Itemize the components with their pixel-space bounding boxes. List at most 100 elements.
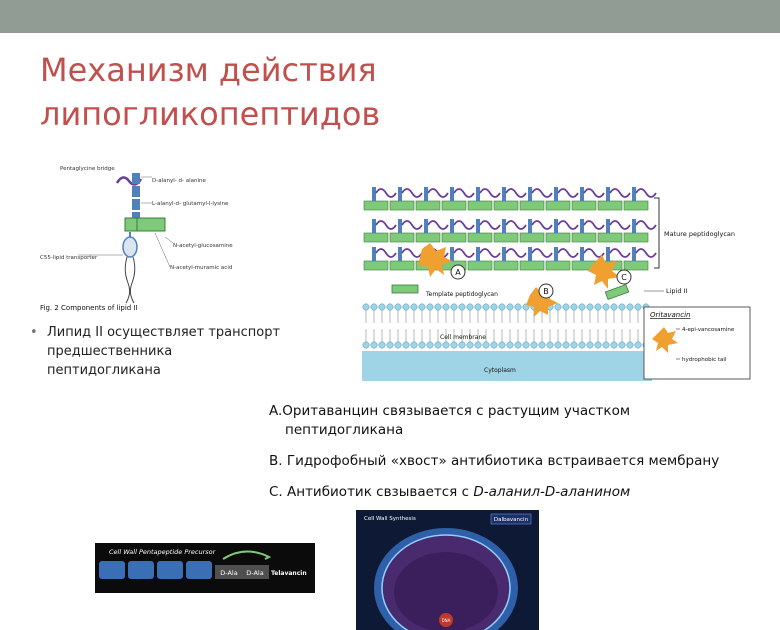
glycine-bridge xyxy=(402,249,422,257)
glycine-bridge xyxy=(584,249,604,257)
oritavancin-molecule xyxy=(588,255,620,289)
label-transporter: C55-lipid transporter xyxy=(40,255,98,261)
peptidoglycan-block xyxy=(364,201,388,210)
glycine-bridge xyxy=(532,249,552,257)
peptide-stem xyxy=(632,247,636,261)
lipid-head xyxy=(523,342,529,348)
marker-a-text: A xyxy=(455,268,461,277)
telavancin-label: Telavancin xyxy=(271,570,307,577)
telavancin-figure: Cell Wall Pentapeptide Precursor D-Ala D… xyxy=(95,543,315,593)
peptidoglycan-block xyxy=(494,201,518,210)
lipid-head xyxy=(419,304,425,310)
label-mature: Mature peptidoglycan xyxy=(664,230,735,238)
glycine-bridge xyxy=(610,249,630,257)
glycine-bridge xyxy=(584,189,604,197)
lipid-head xyxy=(387,342,393,348)
peptide-stem xyxy=(502,187,506,201)
telavancin-title: Cell Wall Pentapeptide Precursor xyxy=(109,548,217,556)
peptidoglycan-block xyxy=(364,233,388,242)
dna-label: DNA xyxy=(442,618,451,623)
peptide-stem xyxy=(580,187,584,201)
dalbavancin-title: Cell Wall Synthesis xyxy=(364,516,416,522)
label-d-alanine: D-alanyl- d- alanine xyxy=(152,178,206,184)
lipid-head xyxy=(595,342,601,348)
peptidoglycan-block xyxy=(364,261,388,270)
peptidoglycan-block xyxy=(416,233,440,242)
lipid-head xyxy=(363,342,369,348)
lipid-head xyxy=(587,342,593,348)
peptidoglycan-block xyxy=(416,201,440,210)
lipid-head xyxy=(459,342,465,348)
cytoplasm-area xyxy=(362,351,652,381)
label-nam: N-acetyl-muramic acid xyxy=(170,265,232,271)
label-membrane: Cell membrane xyxy=(440,334,486,341)
d-ala-label-1: D-Ala xyxy=(220,569,237,577)
peptidoglycan-block xyxy=(546,261,570,270)
peptide-stem xyxy=(580,247,584,261)
glycine-bridge xyxy=(454,249,474,257)
peptide-stem xyxy=(606,219,610,233)
peptide-stem xyxy=(476,247,480,261)
lipid-head xyxy=(483,342,489,348)
glycine-bridge xyxy=(506,221,526,229)
list-item-c-italic: D-аланил-D-аланином xyxy=(473,484,630,500)
lipid-head xyxy=(435,304,441,310)
peptide-stem xyxy=(502,247,506,261)
peptide-stem xyxy=(528,187,532,201)
top-bar xyxy=(0,0,780,33)
peptidoglycan-block xyxy=(390,201,414,210)
peptidoglycan-block xyxy=(624,201,648,210)
label-l-alanyl: L-alanyl-d- glutamyl-l-lysine xyxy=(152,201,229,207)
peptidoglycan-block xyxy=(468,201,492,210)
lipid-head xyxy=(491,342,497,348)
glycine-bridge xyxy=(402,189,422,197)
peptidoglycan-block xyxy=(546,201,570,210)
lipid-head xyxy=(419,342,425,348)
glycine-bridge xyxy=(584,221,604,229)
lipid-head xyxy=(435,342,441,348)
lipid-head xyxy=(555,342,561,348)
glycine-bridge xyxy=(610,189,630,197)
glycine-bridge xyxy=(532,189,552,197)
glycine-bridge xyxy=(558,189,578,197)
title-line-1: Механизм действия xyxy=(40,48,380,92)
label-nag: N-acetyl-glucosamine xyxy=(173,243,233,249)
dalbavancin-label: Dalbavancin xyxy=(494,517,529,523)
lipid-head xyxy=(371,342,377,348)
lipid-head xyxy=(563,342,569,348)
glycine-bridge xyxy=(480,249,500,257)
lipid-head xyxy=(395,304,401,310)
list-item-a-text: A.Оритаванцин связывается с растущим уча… xyxy=(269,403,630,419)
peptide-stem xyxy=(398,187,402,201)
lipid-head xyxy=(411,342,417,348)
lipid-head xyxy=(379,342,385,348)
peptide-stem xyxy=(398,247,402,261)
glycine-bridge xyxy=(610,221,630,229)
glycine-bridge xyxy=(506,189,526,197)
lipid-head xyxy=(427,304,433,310)
slide-title: Механизм действия липогликопептидов xyxy=(40,48,380,136)
glycine-bridge xyxy=(376,249,396,257)
glycine-bridge xyxy=(636,189,656,197)
peptide-stem xyxy=(424,187,428,201)
peptide-stem xyxy=(450,247,454,261)
peptide-stem xyxy=(554,247,558,261)
lipid-head xyxy=(443,342,449,348)
lipid-head xyxy=(387,304,393,310)
figure-caption: Fig. 2 Components of lipid II xyxy=(40,304,138,312)
d-ala-label-2: D-Ala xyxy=(246,569,263,577)
sugar-block xyxy=(125,218,137,231)
binding-arc xyxy=(223,551,269,559)
peptide-stem xyxy=(528,247,532,261)
bullet-dot: • xyxy=(30,323,38,342)
peptidoglycan-block xyxy=(494,261,518,270)
glycine-bridge xyxy=(480,189,500,197)
lipid-head xyxy=(611,304,617,310)
peptide-stem xyxy=(398,219,402,233)
lipid-head xyxy=(627,304,633,310)
glycine-bridge xyxy=(636,249,656,257)
lipid-head xyxy=(451,342,457,348)
peptidoglycan-block xyxy=(546,233,570,242)
glycine-bridge xyxy=(480,221,500,229)
peptide-stem xyxy=(424,219,428,233)
